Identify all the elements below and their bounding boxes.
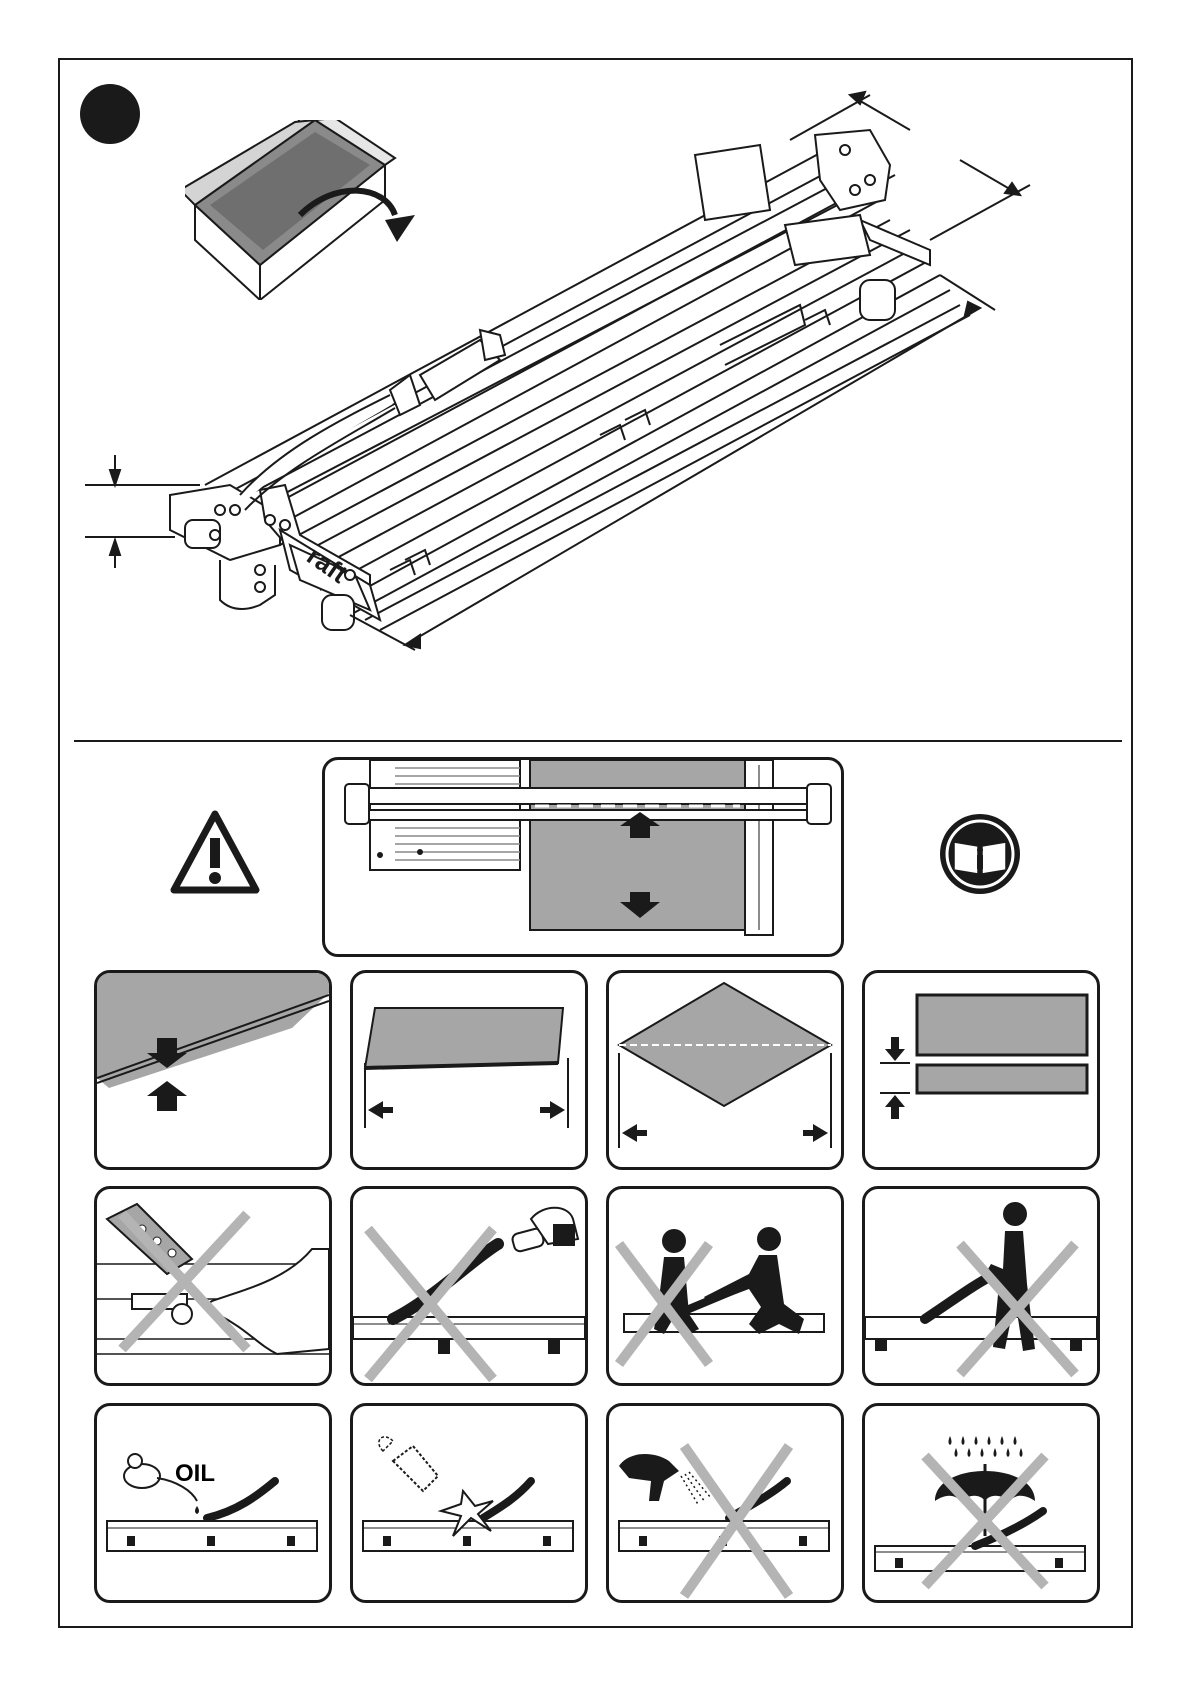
no-impact-panel — [350, 1403, 588, 1603]
read-manual-icon — [938, 812, 1022, 896]
no-pressure-wash-icon — [609, 1406, 841, 1600]
cutting-adjustment-panel — [322, 757, 844, 957]
warning-triangle-icon — [170, 810, 260, 895]
no-pressure-wash-panel — [606, 1403, 844, 1603]
no-impact-icon — [353, 1406, 585, 1600]
no-hammer-panel — [350, 1186, 588, 1386]
no-standing-on-cutter-icon — [865, 1189, 1097, 1383]
tile-thickness-panel — [94, 970, 332, 1170]
tile-diagonal-panel — [606, 970, 844, 1170]
tile-length-panel — [350, 970, 588, 1170]
no-hand-near-wheel-icon — [97, 1189, 329, 1383]
tile-cutter-drawing: raft — [80, 90, 1120, 720]
oil-panel: OIL — [94, 1403, 332, 1603]
no-two-person-operation-icon — [609, 1189, 841, 1383]
tile-length-icon — [353, 973, 585, 1167]
no-hand-panel — [94, 1186, 332, 1386]
min-strip-panel — [862, 970, 1100, 1170]
cutting-adjustment-diagram — [325, 760, 841, 954]
tile-diagonal-icon — [609, 973, 841, 1167]
no-standing-panel — [862, 1186, 1100, 1386]
oil-maintenance-icon — [97, 1406, 329, 1600]
oil-label: OIL — [175, 1460, 215, 1488]
tile-thickness-icon — [97, 973, 329, 1167]
no-two-person-panel — [606, 1186, 844, 1386]
no-hammering-handle-icon — [353, 1189, 585, 1383]
section-divider — [74, 740, 1122, 742]
no-rain-panel — [862, 1403, 1100, 1603]
min-strip-width-icon — [865, 973, 1097, 1167]
no-rain-exposure-icon — [865, 1406, 1097, 1600]
